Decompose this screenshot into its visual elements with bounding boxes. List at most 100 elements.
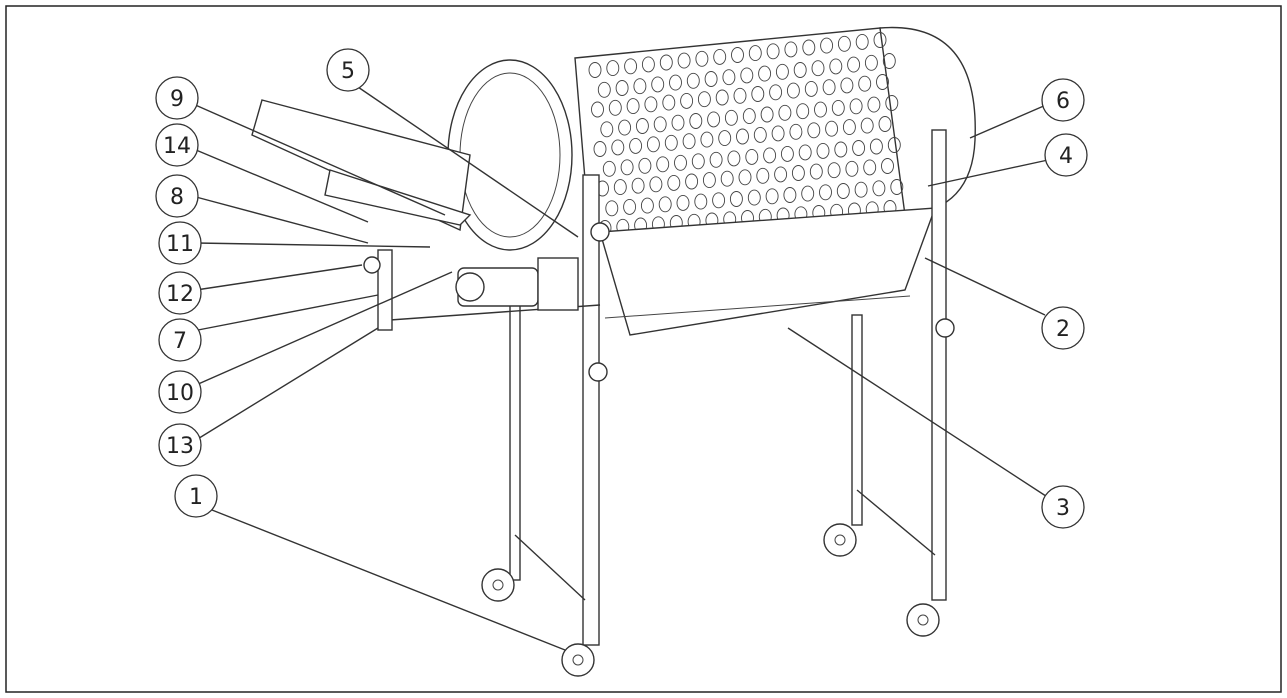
leader-9 bbox=[183, 99, 446, 216]
callout-5: 5 bbox=[326, 48, 370, 92]
drum-hole bbox=[872, 180, 886, 197]
drum-hole bbox=[855, 33, 869, 50]
drum-hole bbox=[727, 150, 741, 167]
drum-hole bbox=[597, 81, 611, 98]
leg-back-right bbox=[851, 314, 863, 526]
drum-hole bbox=[694, 193, 708, 210]
callout-5-label: 5 bbox=[341, 59, 355, 84]
callout-8: 8 bbox=[155, 174, 199, 218]
drum-hole bbox=[780, 145, 794, 162]
drum-hole bbox=[756, 167, 770, 184]
drum-hole bbox=[613, 179, 627, 196]
callout-3: 3 bbox=[1041, 485, 1085, 529]
drum-hole bbox=[662, 94, 676, 111]
feed-chute-side bbox=[324, 169, 472, 226]
callout-10-label: 10 bbox=[166, 381, 194, 406]
drum-hole bbox=[769, 84, 783, 101]
leader-14 bbox=[195, 149, 369, 223]
drum-hole bbox=[731, 47, 744, 63]
drum-hole bbox=[890, 179, 904, 195]
callout-14-label: 14 bbox=[163, 134, 191, 159]
drum-hole bbox=[753, 126, 767, 143]
leader-5 bbox=[354, 84, 579, 238]
callout-3-label: 3 bbox=[1056, 496, 1070, 521]
drum-hole bbox=[819, 184, 832, 201]
drum-hole bbox=[682, 133, 696, 150]
leader-12 bbox=[195, 264, 363, 291]
drum-hole bbox=[671, 114, 685, 131]
crossbar-left bbox=[514, 534, 586, 601]
callout-6: 6 bbox=[1041, 78, 1085, 122]
callout-4: 4 bbox=[1044, 133, 1088, 177]
drawing-border bbox=[5, 5, 1282, 693]
callout-4-label: 4 bbox=[1059, 144, 1073, 169]
callout-9: 9 bbox=[155, 76, 199, 120]
leader-lines bbox=[183, 84, 1053, 651]
drum-hole bbox=[602, 160, 616, 177]
drum-hole bbox=[784, 41, 798, 58]
drum-hole bbox=[867, 96, 881, 113]
drum-hole bbox=[814, 101, 827, 118]
drum-hole bbox=[771, 125, 785, 142]
callouts: 1 2 3 4 5 6 7 8 9 10 11 12 13 14 bbox=[155, 48, 1088, 529]
drum-hole bbox=[733, 87, 747, 104]
drum-hole bbox=[827, 162, 841, 179]
leader-4 bbox=[927, 159, 1049, 187]
callout-1-label: 1 bbox=[189, 485, 203, 510]
drum-hole bbox=[748, 45, 762, 62]
drum-hole bbox=[801, 185, 815, 202]
drum-hole bbox=[822, 79, 836, 96]
leader-7 bbox=[197, 294, 379, 331]
drum-hole bbox=[791, 165, 805, 181]
drum-hole bbox=[620, 159, 634, 176]
drum-hole bbox=[691, 153, 705, 170]
drum-hole bbox=[840, 77, 854, 94]
drum-hole bbox=[829, 58, 843, 75]
drum-hole bbox=[631, 177, 645, 194]
callout-7: 7 bbox=[158, 318, 202, 362]
drum-hole bbox=[697, 91, 711, 108]
drum-hole bbox=[611, 139, 625, 156]
drum-hole bbox=[740, 67, 754, 84]
drum-hole bbox=[860, 117, 874, 134]
leader-3 bbox=[787, 327, 1053, 501]
drum-hole bbox=[854, 181, 868, 198]
callout-7-label: 7 bbox=[173, 329, 187, 354]
drum-hole bbox=[644, 96, 658, 113]
tray-edge bbox=[604, 295, 911, 319]
drum-hole bbox=[816, 142, 830, 159]
drum-hole bbox=[667, 174, 681, 191]
callout-2-label: 2 bbox=[1056, 317, 1070, 342]
drum-hole bbox=[863, 159, 877, 176]
drum-hole bbox=[887, 137, 901, 153]
drum-hole bbox=[649, 176, 663, 193]
motor-coupling bbox=[537, 257, 579, 311]
drum-hole bbox=[640, 197, 654, 214]
callout-6-label: 6 bbox=[1056, 89, 1070, 114]
drum-hole bbox=[722, 69, 736, 86]
drum-hole bbox=[635, 118, 649, 134]
drum-hole bbox=[606, 60, 620, 77]
drum-hole bbox=[873, 32, 887, 48]
adjust-knob-right bbox=[935, 318, 955, 338]
drum-hole bbox=[600, 121, 614, 138]
drum-hole bbox=[720, 170, 734, 187]
drum-hole bbox=[783, 187, 797, 203]
drum-hole bbox=[658, 196, 672, 213]
callout-13: 13 bbox=[158, 423, 202, 467]
adjust-knob-left bbox=[588, 362, 608, 382]
drum-hole bbox=[704, 71, 718, 87]
drum-hole bbox=[664, 134, 678, 151]
drum-hole bbox=[623, 198, 637, 215]
drum-hole bbox=[798, 144, 812, 161]
drum-hole bbox=[641, 56, 655, 73]
drum-hole bbox=[646, 136, 660, 153]
drum-hole bbox=[736, 128, 749, 145]
drum-hole bbox=[593, 141, 607, 157]
drum-hole bbox=[751, 86, 765, 102]
drum-hole bbox=[864, 54, 878, 71]
callout-11: 11 bbox=[158, 221, 202, 265]
drum-bearing bbox=[590, 222, 610, 242]
drum-hole bbox=[885, 95, 899, 111]
drum-hole bbox=[626, 98, 640, 115]
